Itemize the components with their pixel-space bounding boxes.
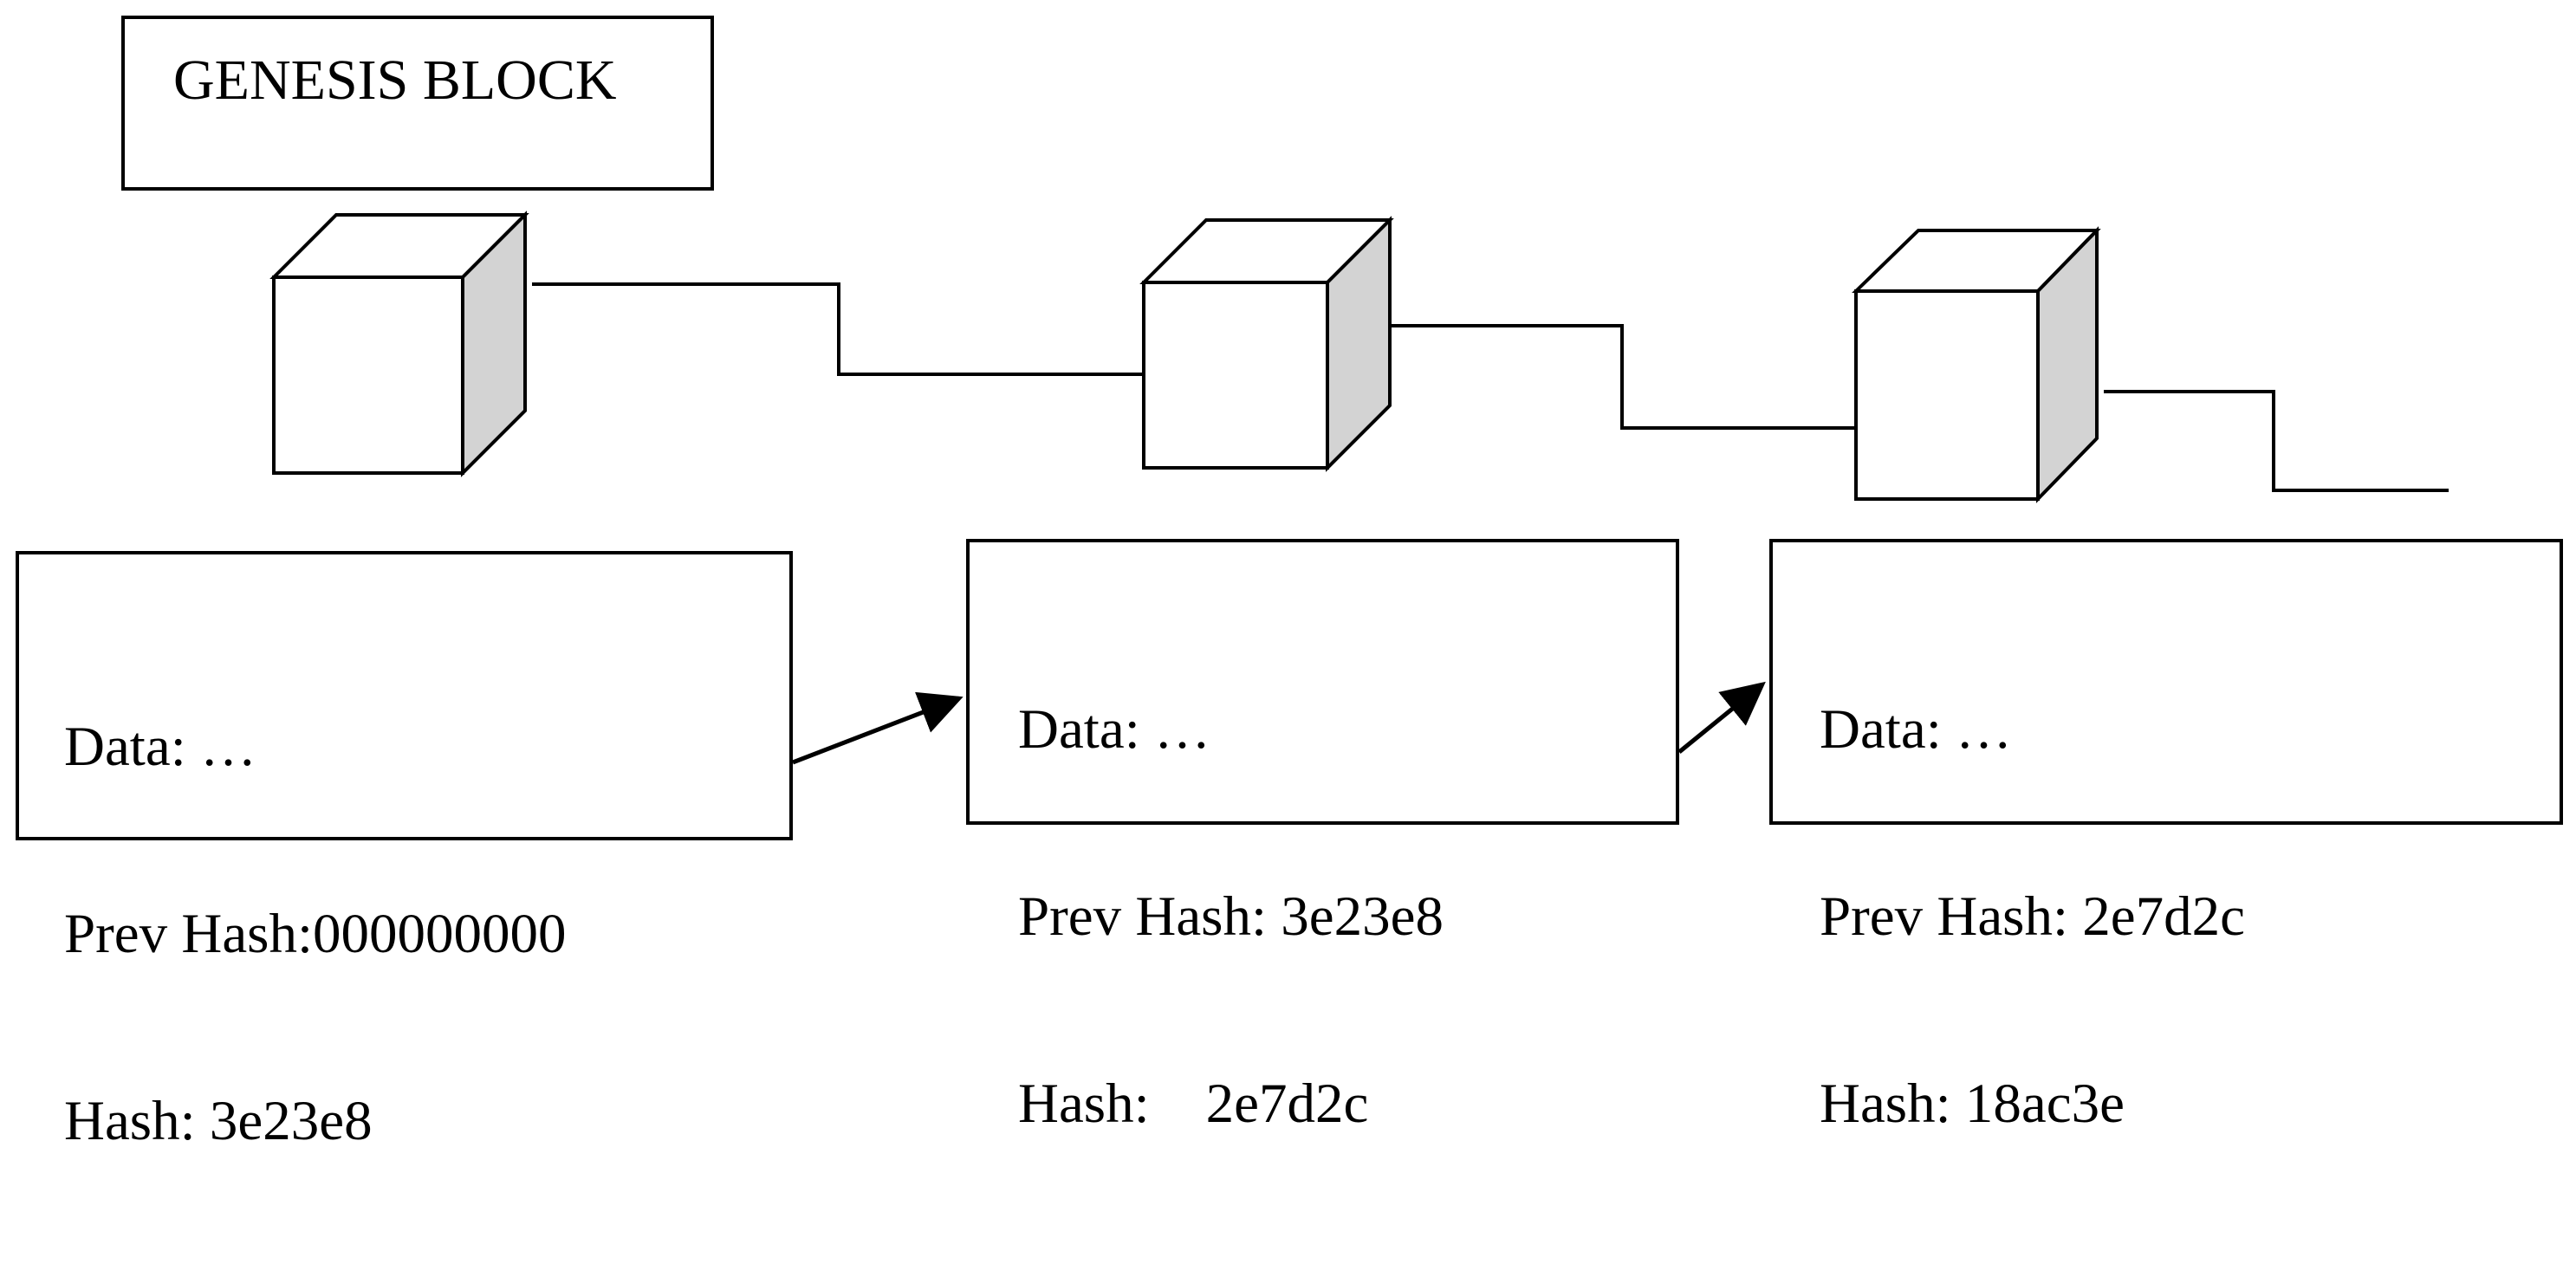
block-cube-2 — [1139, 216, 1394, 472]
block-3-hash: Hash: 18ac3e — [1820, 1073, 2125, 1135]
block-3-prev-hash: Prev Hash: 2e7d2c — [1820, 885, 2245, 948]
block-2-prev-hash: Prev Hash: 3e23e8 — [1018, 885, 1444, 948]
chain-link-2 — [1392, 324, 1856, 430]
arrow-block2-to-block3 — [1677, 681, 1766, 754]
block-cube-3 — [1852, 226, 2101, 503]
block-1-data: Data: … — [64, 716, 257, 778]
block-2-data: Data: … — [1018, 698, 1211, 761]
genesis-block-label: GENESIS BLOCK — [173, 49, 617, 112]
block-1-hash: Hash: 3e23e8 — [64, 1090, 373, 1152]
chain-link-tail — [2104, 390, 2449, 492]
chain-link-1 — [532, 282, 1144, 376]
blockchain-diagram — [269, 211, 2449, 765]
block-info-box-1: Data: … Prev Hash:000000000 Hash: 3e23e8 — [16, 551, 793, 1152]
block-info-box-2: Data: … Prev Hash: 3e23e8 Hash: 2e7d2c — [966, 539, 1679, 1135]
genesis-block-label-box: GENESIS BLOCK — [121, 16, 714, 191]
block-3-data: Data: … — [1820, 698, 2013, 761]
block-1-prev-hash: Prev Hash:000000000 — [64, 903, 567, 965]
block-cube-1 — [269, 211, 529, 477]
block-info-box-3: Data: … Prev Hash: 2e7d2c Hash: 18ac3e — [1769, 539, 2563, 1135]
block-2-hash: Hash: 2e7d2c — [1018, 1073, 1369, 1135]
arrow-block1-to-block2 — [792, 691, 964, 765]
